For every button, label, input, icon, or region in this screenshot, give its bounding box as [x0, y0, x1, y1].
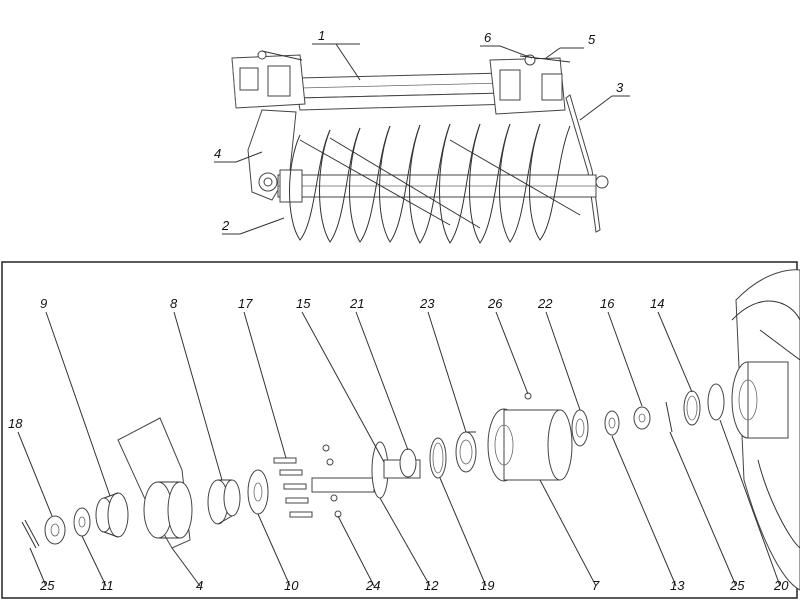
cotter-pin-left [21, 519, 40, 549]
exploded-view-frame [1, 261, 798, 599]
label-5: 5 [588, 32, 596, 47]
washer-11 [73, 507, 91, 537]
right-bracket [489, 54, 571, 115]
nuts-24 [322, 444, 342, 518]
label-16: 16 [600, 296, 615, 311]
label-9: 9 [40, 296, 47, 311]
snap-ring-19 [429, 437, 447, 479]
right-strut [565, 94, 609, 233]
exploded-leaders [17, 311, 781, 587]
label-4-exploded: 4 [196, 578, 203, 593]
label-24: 24 [365, 578, 380, 593]
top-leaders [214, 43, 630, 235]
left-bracket [231, 50, 306, 109]
ring-20-inner [707, 383, 725, 421]
shaft-15 [311, 441, 421, 499]
label-12: 12 [424, 578, 439, 593]
castle-nut-16 [633, 406, 651, 430]
label-26: 26 [487, 296, 503, 311]
bolts-17 [273, 457, 313, 518]
top-assembly-view: 1 6 5 3 4 2 [214, 28, 630, 244]
washer-13 [604, 410, 620, 436]
spiral-roller-20 [731, 269, 800, 591]
spiral-coils [289, 123, 581, 244]
label-6: 6 [484, 30, 492, 45]
label-14: 14 [650, 296, 664, 311]
roller-shaft [277, 169, 597, 203]
label-4: 4 [214, 146, 221, 161]
bearing-23 [455, 431, 477, 473]
castle-nut [44, 515, 66, 545]
label-13: 13 [670, 578, 685, 593]
label-3: 3 [616, 80, 624, 95]
label-22: 22 [537, 296, 553, 311]
label-17: 17 [238, 296, 253, 311]
label-15: 15 [296, 296, 311, 311]
label-21: 21 [349, 296, 364, 311]
exploded-parts: 9 8 17 15 21 23 26 22 16 14 18 25 11 4 1… [8, 269, 800, 593]
ring-14 [683, 390, 701, 426]
cotter-pin-right [665, 401, 673, 433]
side-plate-exploded [117, 417, 193, 549]
cone-8 [207, 479, 241, 525]
label-8: 8 [170, 296, 178, 311]
bearing-cone-9 [95, 492, 129, 538]
label-19: 19 [480, 578, 494, 593]
label-25-left: 25 [39, 578, 55, 593]
label-2: 2 [221, 218, 230, 233]
label-11: 11 [100, 578, 114, 593]
bearing-22 [571, 409, 589, 447]
hub-7 [487, 392, 573, 482]
label-20: 20 [773, 578, 789, 593]
label-7: 7 [592, 578, 600, 593]
label-18: 18 [8, 416, 23, 431]
label-1: 1 [318, 28, 325, 43]
label-25-right: 25 [729, 578, 745, 593]
label-10: 10 [284, 578, 299, 593]
label-23: 23 [419, 296, 435, 311]
washer-10 [247, 469, 269, 515]
